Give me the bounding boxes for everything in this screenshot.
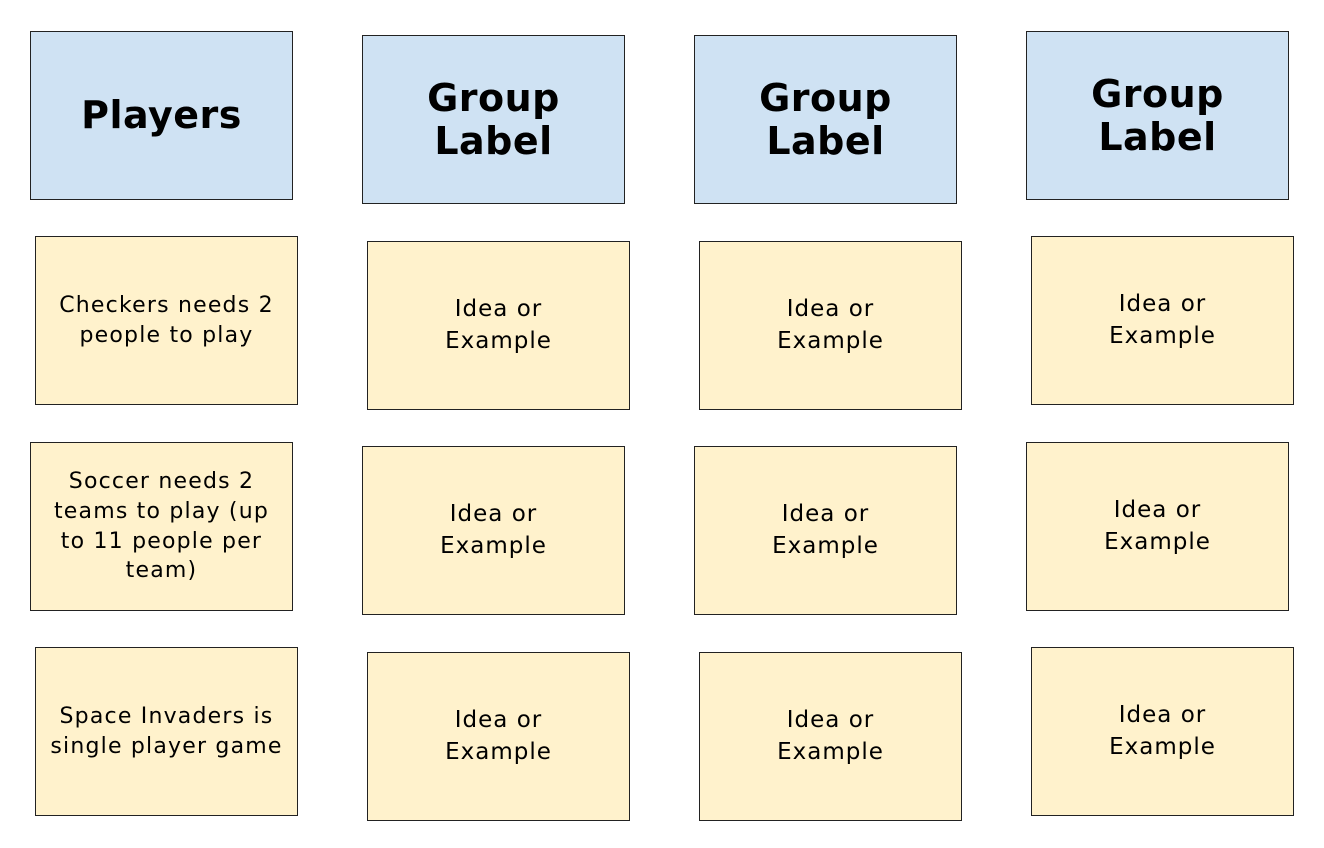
sticky-note[interactable]: Idea or Example xyxy=(1031,647,1294,816)
sticky-note[interactable]: Idea or Example xyxy=(362,446,625,615)
header-card-group-label[interactable]: Group Label xyxy=(1026,31,1289,200)
sticky-note[interactable]: Soccer needs 2 teams to play (up to 11 p… xyxy=(30,442,293,611)
note-text: Idea or Example xyxy=(1109,702,1216,760)
header-card-group-label[interactable]: Group Label xyxy=(362,35,625,204)
header-card-players[interactable]: Players xyxy=(30,31,293,200)
sticky-note[interactable]: Idea or Example xyxy=(699,652,962,821)
sticky-note[interactable]: Idea or Example xyxy=(699,241,962,410)
header-label: Group Label xyxy=(427,75,560,163)
note-text: Space Invaders is single player game xyxy=(50,703,283,759)
header-label: Group Label xyxy=(759,75,892,163)
sticky-note[interactable]: Checkers needs 2 people to play xyxy=(35,236,298,405)
sticky-note[interactable]: Idea or Example xyxy=(1026,442,1289,611)
note-text: Idea or Example xyxy=(445,707,552,765)
sticky-note[interactable]: Idea or Example xyxy=(694,446,957,615)
note-text: Checkers needs 2 people to play xyxy=(59,292,274,348)
note-text: Soccer needs 2 teams to play (up to 11 p… xyxy=(53,469,270,584)
sticky-note[interactable]: Space Invaders is single player game xyxy=(35,647,298,816)
header-card-group-label[interactable]: Group Label xyxy=(694,35,957,204)
sticky-note[interactable]: Idea or Example xyxy=(367,652,630,821)
sticky-note[interactable]: Idea or Example xyxy=(1031,236,1294,405)
note-text: Idea or Example xyxy=(777,296,884,354)
note-text: Idea or Example xyxy=(440,501,547,559)
sticky-note[interactable]: Idea or Example xyxy=(367,241,630,410)
note-text: Idea or Example xyxy=(772,501,879,559)
header-label: Group Label xyxy=(1091,71,1224,159)
note-text: Idea or Example xyxy=(445,296,552,354)
note-text: Idea or Example xyxy=(777,707,884,765)
note-text: Idea or Example xyxy=(1109,291,1216,349)
header-label: Players xyxy=(81,93,242,138)
note-text: Idea or Example xyxy=(1104,497,1211,555)
